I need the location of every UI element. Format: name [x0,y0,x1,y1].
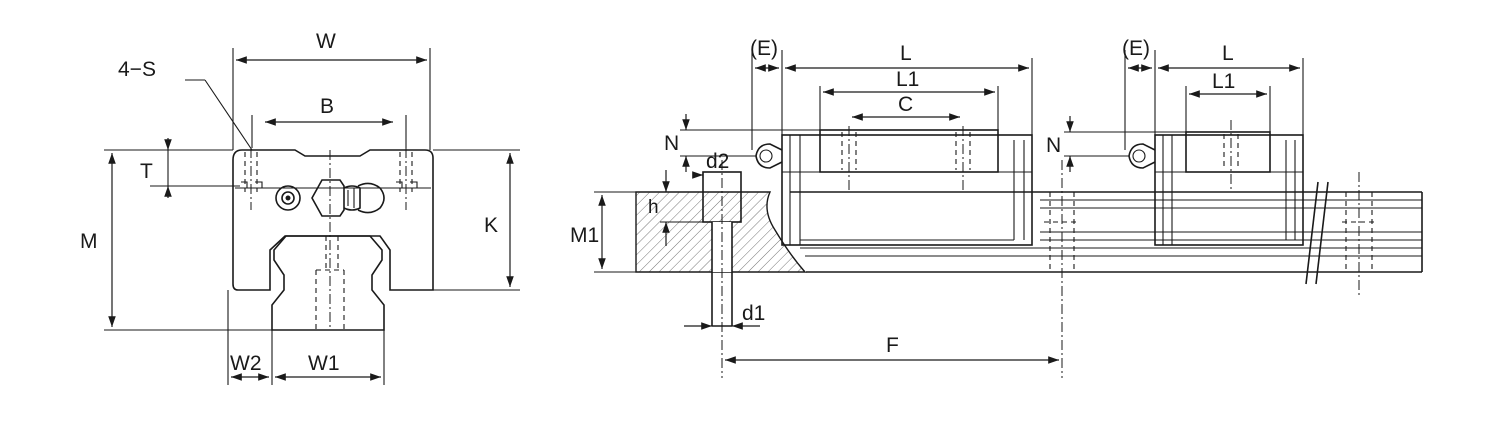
carriage-left [755,126,1033,246]
label-F: F [886,334,899,357]
label-4-S: 4−S [118,58,156,81]
tapped-hole-right [399,148,413,210]
label-L-right: L [1222,42,1234,65]
label-E-right: (E) [1122,37,1150,60]
grease-nipple-circle [275,185,301,211]
label-B: B [320,95,334,118]
label-E-left: (E) [750,37,778,60]
label-W1: W1 [308,352,340,375]
label-N-left: N [664,132,679,155]
label-L1-left: L1 [896,68,919,91]
side-view: (E) L L1 C N d2 h M1 [570,37,1423,378]
label-d1: d1 [742,302,765,325]
carriage-block-outline [232,149,434,291]
label-d2: d2 [706,150,729,173]
label-L1-right: L1 [1212,70,1235,93]
carriage-right [1128,120,1304,246]
front-view: W 4−S B T M K W2 W1 [80,30,520,385]
label-M: M [80,230,98,253]
label-W2: W2 [230,352,262,375]
label-N-right: N [1046,134,1061,157]
label-W: W [316,30,336,53]
tapped-hole-left [244,148,258,210]
label-T: T [140,160,153,183]
label-C: C [898,93,913,116]
label-h: h [648,197,659,218]
rail-profile [271,235,385,331]
label-M1: M1 [570,224,599,247]
grease-nipple-body [311,179,385,217]
label-K: K [484,214,498,237]
label-L-left: L [900,42,912,65]
